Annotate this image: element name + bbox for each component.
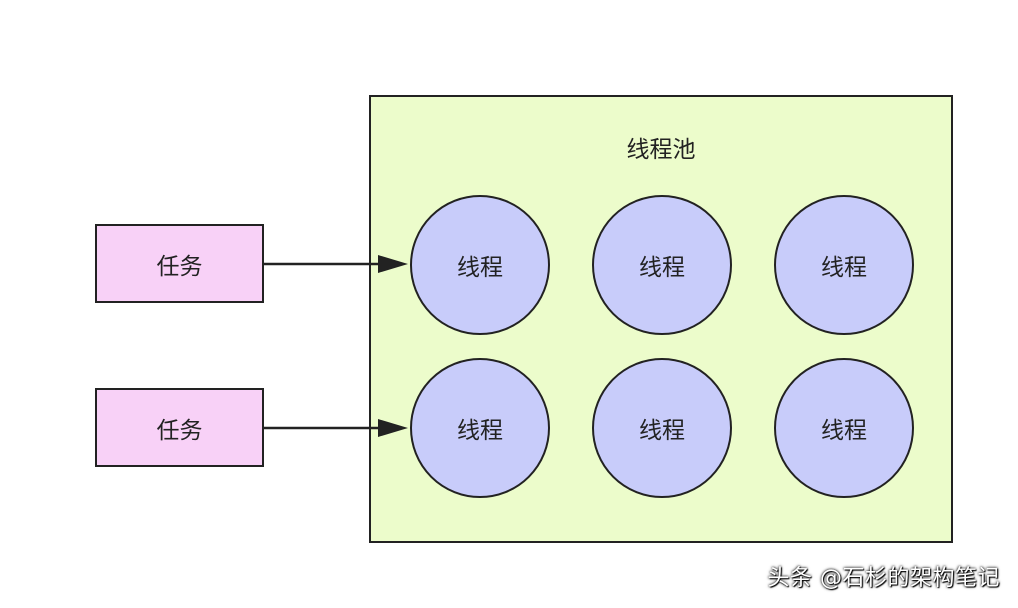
task-box-2: 任务 (95, 388, 264, 467)
thread-pool-title: 线程池 (626, 137, 696, 163)
thread-circle-2: 线程 (592, 195, 732, 335)
thread-circle-3: 线程 (774, 195, 914, 335)
watermark-text: 头条 @石杉的架构笔记 (767, 566, 1000, 591)
thread-circle-5: 线程 (592, 358, 732, 498)
task-box-1: 任务 (95, 224, 264, 303)
thread-circle-4: 线程 (410, 358, 550, 498)
thread-circle-6: 线程 (774, 358, 914, 498)
thread-circle-1: 线程 (410, 195, 550, 335)
